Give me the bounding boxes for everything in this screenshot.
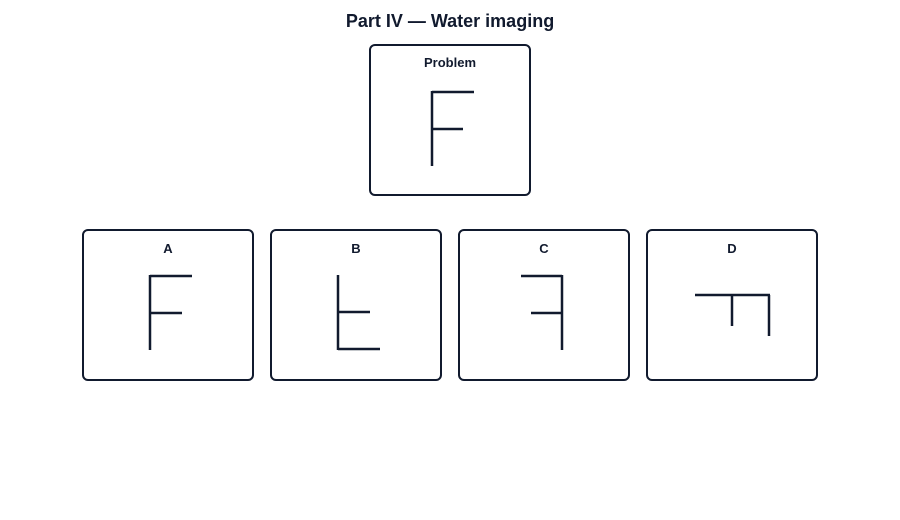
option-figure-b xyxy=(336,275,380,351)
option-card-d[interactable]: D xyxy=(646,229,818,381)
option-figure-a xyxy=(148,274,192,350)
option-label-a: A xyxy=(163,241,173,256)
option-label-d: D xyxy=(727,241,737,256)
problem-figure xyxy=(430,90,474,166)
option-label-b: B xyxy=(351,241,361,256)
option-label-c: C xyxy=(539,241,549,256)
option-card-b[interactable]: B xyxy=(270,229,442,381)
problem-card: Problem xyxy=(369,44,531,196)
option-figure-c xyxy=(521,274,564,350)
option-card-c[interactable]: C xyxy=(458,229,630,381)
option-card-a[interactable]: A xyxy=(82,229,254,381)
page-title: Part IV — Water imaging xyxy=(345,11,555,31)
problem-label: Problem xyxy=(423,55,476,70)
option-figure-d xyxy=(695,293,771,336)
